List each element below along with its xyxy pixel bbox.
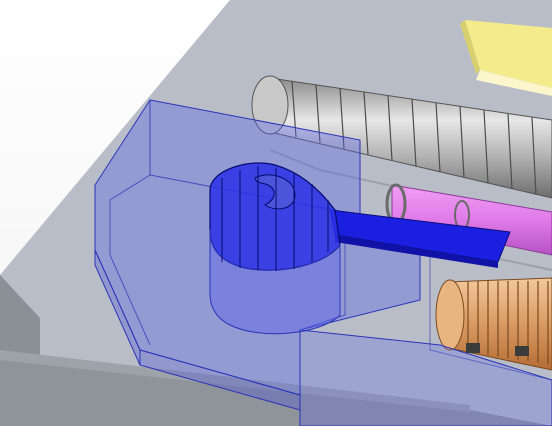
copper-coil[interactable] [435,277,552,371]
cylinder-band-line [435,102,441,172]
cylinder-band-line [483,109,489,184]
cylinder-band-line [315,84,321,143]
magnet-coil[interactable] [209,162,341,335]
cylinder-band-line [531,116,537,196]
cylinder-band-line [411,98,417,167]
gray-cylinder[interactable] [251,75,552,199]
coil-segments [221,166,329,271]
cylinder-band-line [363,91,369,155]
cylinder-band-line [339,88,345,149]
copper-clamp-right [515,346,529,356]
cylinder-band-line [459,106,465,178]
yellow-part[interactable] [460,20,552,96]
copper-clamp-left [466,343,480,353]
cylinder-band-line [507,113,513,190]
cylinder-bands [291,80,537,196]
cylinder-band-line [387,95,393,161]
